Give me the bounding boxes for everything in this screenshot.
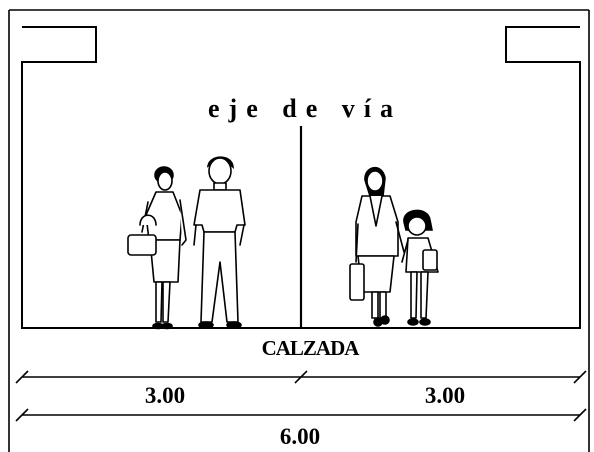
half-width-dimension-line [15, 370, 587, 384]
right-half-dimension-label: 3.00 [425, 383, 465, 408]
road-label: CALZADA [262, 336, 361, 360]
total-dimension-label: 6.00 [280, 424, 320, 449]
total-width-dimension-line [15, 408, 587, 422]
pedestrian-woman-briefcase [349, 166, 405, 327]
pedestrian-man [193, 156, 246, 329]
left-half-dimension-label: 3.00 [145, 383, 185, 408]
pedestrian-woman-handbag [127, 166, 187, 330]
axis-label: eje de vía [208, 94, 402, 123]
pedestrian-child [401, 209, 439, 326]
drawing-frame [8, 9, 590, 452]
